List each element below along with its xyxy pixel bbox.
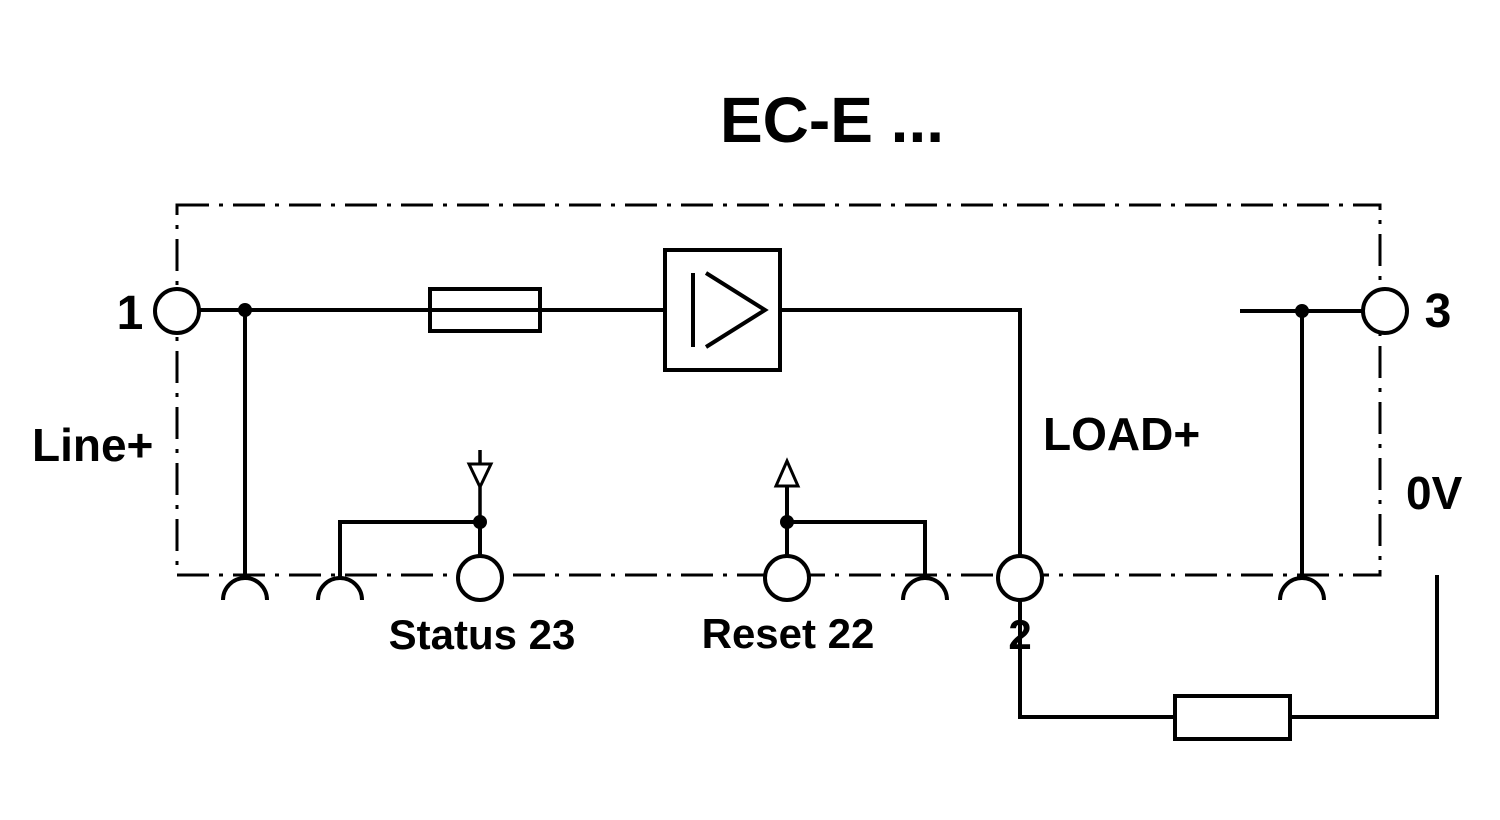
wire-status bbox=[338, 520, 482, 578]
plug-socket-arc bbox=[901, 576, 949, 601]
terminal-1-circle bbox=[153, 287, 201, 335]
wire-load-external-right bbox=[1290, 575, 1439, 719]
device-boundary bbox=[175, 203, 1382, 577]
terminal-3-circle bbox=[1361, 287, 1409, 335]
load-plus-label: LOAD+ bbox=[1043, 408, 1200, 460]
plug-socket-arc bbox=[221, 576, 269, 601]
terminal-1-label: 1 bbox=[117, 287, 144, 340]
terminal-status-circle bbox=[456, 554, 504, 602]
junction-dot bbox=[238, 303, 252, 317]
wire-load-external-left bbox=[1018, 600, 1175, 719]
arrow-up-icon bbox=[773, 457, 801, 488]
wire-reset bbox=[785, 486, 927, 578]
arrow-down-icon bbox=[466, 462, 494, 491]
junction-dot bbox=[1295, 304, 1309, 318]
terminal-reset-circle bbox=[763, 554, 811, 602]
plug-socket-arc bbox=[316, 576, 364, 601]
electronic-switch-symbol bbox=[663, 248, 782, 372]
status-label: Status 23 bbox=[389, 611, 576, 658]
load-resistor-symbol bbox=[1173, 694, 1292, 741]
plug-socket-arc bbox=[1278, 576, 1326, 601]
electronic-switch-chevron bbox=[704, 271, 769, 349]
junction-dot bbox=[780, 515, 794, 529]
junction-dot bbox=[473, 515, 487, 529]
line-plus-label: Line+ bbox=[32, 419, 153, 471]
terminal-3-label: 3 bbox=[1425, 285, 1452, 338]
wire-load-plus bbox=[780, 308, 1022, 556]
zero-v-label: 0V bbox=[1406, 467, 1463, 519]
diagram-title: EC-E ... bbox=[720, 84, 944, 156]
terminal-2-circle bbox=[996, 554, 1044, 602]
fuse-symbol bbox=[428, 287, 542, 333]
reset-label: Reset 22 bbox=[702, 610, 875, 657]
terminal-2-label: 2 bbox=[1008, 611, 1031, 658]
